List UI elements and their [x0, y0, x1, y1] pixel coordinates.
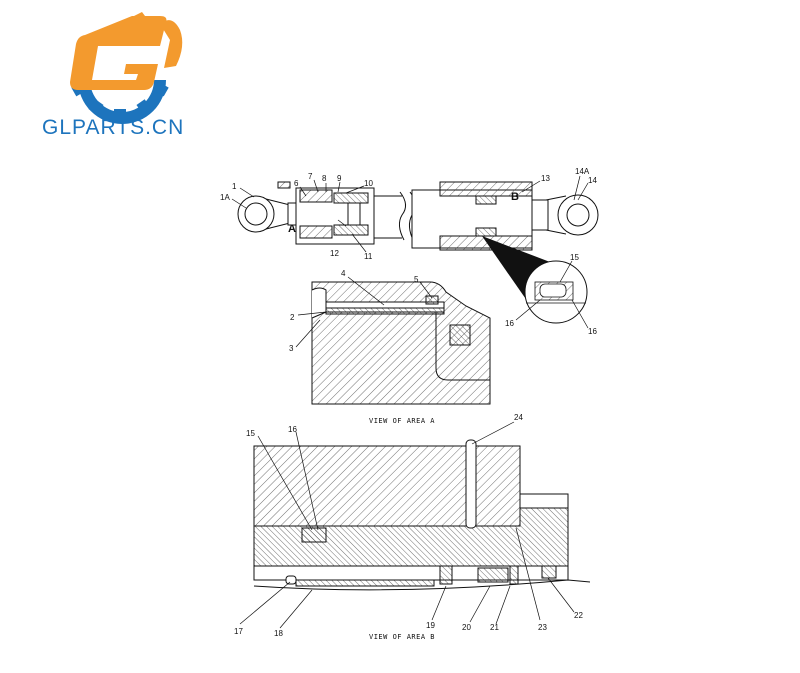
leader-lines-top: [231, 175, 589, 329]
callout-13: 13: [541, 174, 550, 183]
right-rod-eye: [545, 194, 599, 236]
callout-15-detail: 15: [570, 253, 579, 262]
callout-22: 22: [574, 611, 583, 620]
callout-18: 18: [274, 629, 283, 638]
callout-9: 9: [337, 174, 342, 183]
callout-16-detail-right: 16: [588, 327, 597, 336]
callout-16-detail-left: 16: [505, 319, 514, 328]
area-marker-b: B: [511, 191, 519, 203]
callout-15: 15: [246, 429, 255, 438]
area-b-section: [253, 439, 591, 591]
callout-24: 24: [514, 413, 523, 422]
area-marker-a: A: [288, 223, 296, 235]
callout-5: 5: [414, 275, 419, 284]
area-a-section: [311, 281, 491, 405]
callout-7: 7: [308, 172, 313, 181]
cylinder-barrel: [408, 181, 549, 251]
callout-1a: 1A: [220, 193, 230, 202]
g-letter-icon: [70, 12, 183, 90]
leader-lines-area-b: [239, 421, 575, 629]
callout-10: 10: [364, 179, 373, 188]
callout-14: 14: [588, 176, 597, 185]
callout-8: 8: [322, 174, 327, 183]
callout-17: 17: [234, 627, 243, 636]
cylinder-head: [277, 181, 406, 245]
callout-4: 4: [341, 269, 346, 278]
callout-14a: 14A: [575, 167, 590, 176]
callout-19: 19: [426, 621, 435, 630]
left-rod-eye: [237, 195, 291, 233]
caption-area-a: VIEW OF AREA A: [369, 417, 435, 425]
callout-11: 11: [364, 252, 373, 261]
caption-area-b: VIEW OF AREA B: [369, 633, 435, 641]
callout-20: 20: [462, 623, 471, 632]
callout-2: 2: [290, 313, 295, 322]
callout-1: 1: [232, 182, 237, 191]
callout-23: 23: [538, 623, 547, 632]
glparts-logo: [70, 12, 183, 124]
detail-callout: [482, 236, 588, 324]
brand-name: GLPARTS.CN: [42, 116, 185, 139]
callout-16: 16: [288, 425, 297, 434]
leader-lines-area-a: [295, 276, 433, 348]
callout-3: 3: [289, 344, 294, 353]
callout-21: 21: [490, 623, 499, 632]
callout-6: 6: [294, 179, 299, 188]
callout-12: 12: [330, 249, 339, 258]
